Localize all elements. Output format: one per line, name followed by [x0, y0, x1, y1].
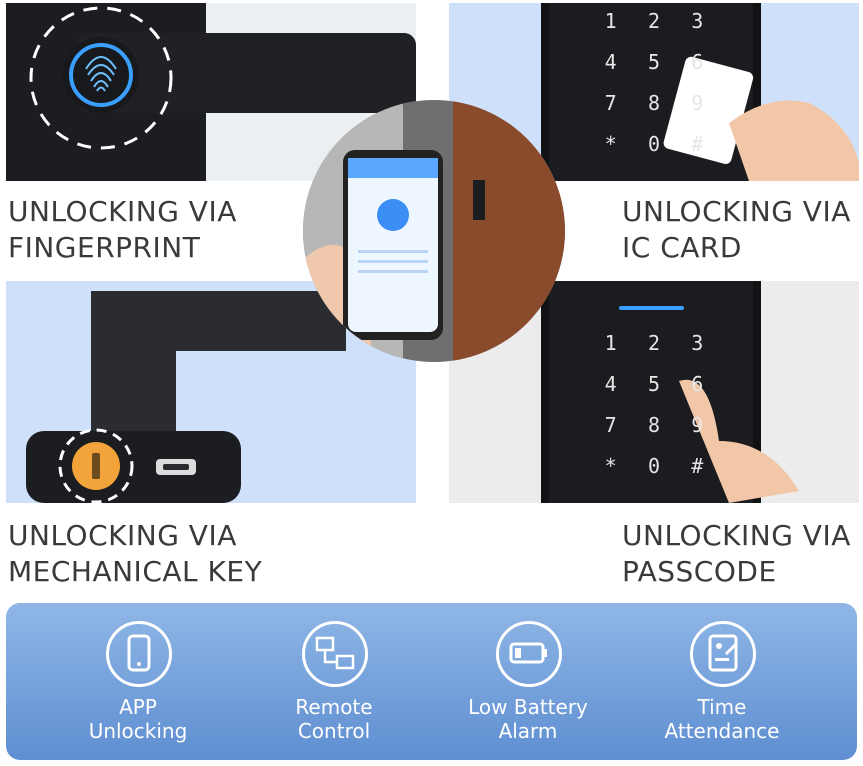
keypad-key: 8	[647, 91, 661, 115]
feature-label: Low Battery Alarm	[468, 695, 588, 743]
fingerprint-lock-illustration	[6, 3, 416, 181]
ic-card-keypad: 1 2 3 4 5 6 7 8 9 * 0 #	[589, 9, 719, 159]
keypad-key: 8	[647, 413, 661, 437]
keypad-key: 6	[691, 50, 704, 74]
keypad-key: 2	[647, 9, 661, 33]
battery-icon	[496, 621, 562, 687]
smartphone-app-illustration	[303, 100, 565, 362]
keypad-key: 1	[604, 331, 617, 355]
keypad-key: 5	[647, 372, 661, 396]
feature-label: Time Attendance	[664, 695, 780, 743]
feature-remote-control: Remote Control	[249, 603, 419, 760]
fingerprint-panel	[6, 3, 416, 181]
remote-network-icon	[302, 621, 368, 687]
smartphone-icon	[106, 621, 172, 687]
caption-passcode: UNLOCKING VIA PASSCODE	[622, 519, 851, 588]
feature-low-battery-alarm: Low Battery Alarm	[443, 603, 613, 760]
keypad-key: 1	[604, 9, 617, 33]
caption-fingerprint: UNLOCKING VIA FINGERPRINT	[8, 195, 237, 264]
attendance-document-icon	[690, 621, 756, 687]
ic-card-lock-illustration	[541, 3, 859, 181]
keypad-key: 4	[604, 50, 617, 74]
keypad-key: #	[691, 132, 704, 156]
ic-card-panel: 1 2 3 4 5 6 7 8 9 * 0 #	[449, 3, 859, 181]
caption-ic-card: UNLOCKING VIA IC CARD	[622, 195, 851, 264]
keypad-key: 0	[647, 132, 661, 156]
mechanical-key-lock-illustration	[26, 291, 346, 503]
keypad-key: 7	[604, 413, 617, 437]
app-phone-circle	[303, 100, 565, 362]
feature-label: Remote Control	[295, 695, 373, 743]
keypad-key: *	[604, 132, 617, 156]
keypad-key: 3	[691, 9, 704, 33]
hand-with-card	[663, 56, 859, 181]
keypad-key: 2	[647, 331, 661, 355]
feature-label: APP Unlocking	[88, 695, 188, 743]
keypad-key: 0	[647, 454, 661, 478]
passcode-lock-illustration	[541, 281, 799, 503]
keypad-key: *	[604, 454, 617, 478]
feature-bar: APP Unlocking Remote Control Low Battery…	[6, 603, 857, 760]
feature-app-unlocking: APP Unlocking	[53, 603, 223, 760]
keypad-key: 9	[691, 91, 704, 115]
passcode-panel: 1 2 3 4 5 6 7 8 9 * 0 #	[449, 281, 859, 503]
keypad-key: 5	[647, 50, 661, 74]
caption-mechanical-key: UNLOCKING VIA MECHANICAL KEY	[8, 519, 263, 588]
fingerprint-icon	[85, 56, 117, 92]
keypad-key: 6	[691, 372, 704, 396]
passcode-keypad: 1 2 3 4 5 6 7 8 9 * 0 #	[589, 331, 719, 481]
keypad-key: 3	[691, 331, 704, 355]
keypad-key: #	[691, 454, 704, 478]
keypad-key: 4	[604, 372, 617, 396]
keypad-key: 7	[604, 91, 617, 115]
pressing-finger-hand	[679, 379, 799, 503]
keypad-key: 9	[691, 413, 704, 437]
feature-time-attendance: Time Attendance	[637, 603, 807, 760]
